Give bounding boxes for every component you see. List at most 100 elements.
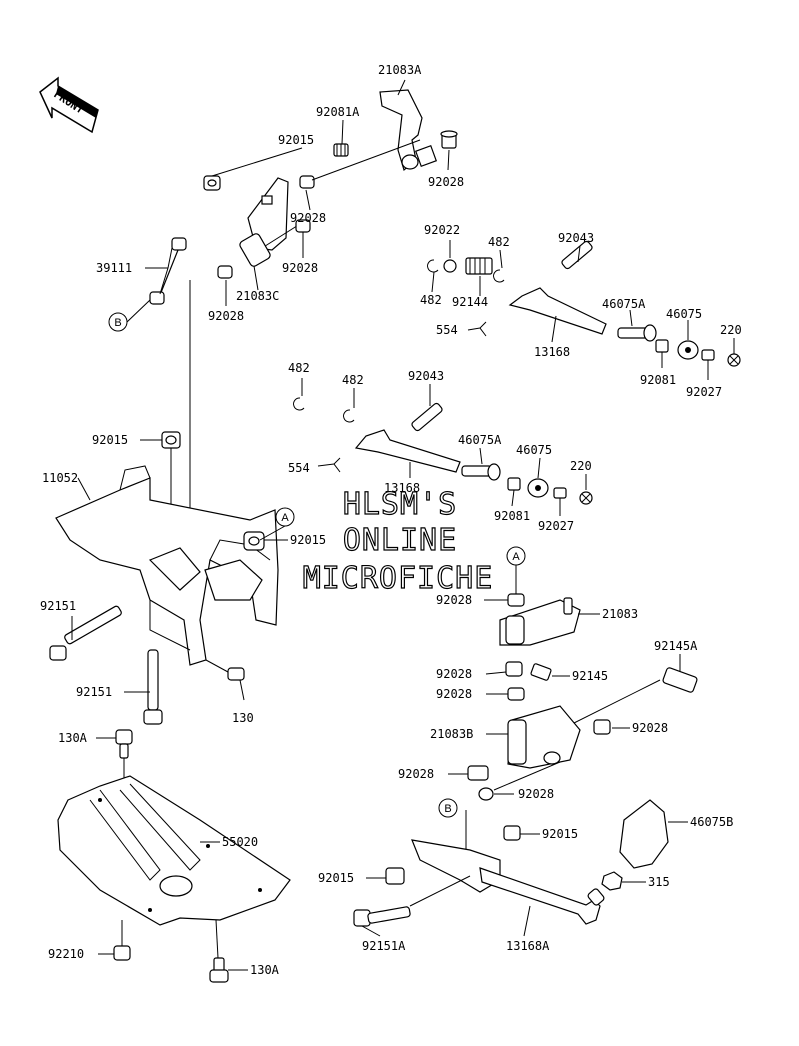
label-92028-f: 92028	[436, 667, 472, 681]
spring-92081-a-icon	[655, 339, 669, 353]
label-92028-h: 92028	[632, 721, 668, 735]
label-130A-bot: 130A	[250, 963, 280, 977]
label-92028-g: 92028	[436, 687, 472, 701]
collar-92027-b-icon	[553, 487, 567, 499]
label-130: 130	[232, 711, 254, 725]
clip-482-b-icon	[493, 269, 505, 283]
label-220-b: 220	[570, 459, 592, 473]
sleeve-21083C-icon	[239, 233, 271, 267]
knob-46075B-icon	[619, 799, 669, 869]
ref-a-right: A	[506, 546, 526, 566]
label-92151-b: 92151	[76, 685, 112, 699]
label-46075B: 46075B	[690, 815, 733, 829]
nut-92015-left-icon	[385, 867, 405, 885]
spring-92144-icon	[465, 257, 493, 275]
label-482-b: 482	[420, 293, 442, 307]
leader-lines	[71, 79, 735, 971]
bushing-92028-f-icon	[505, 661, 523, 677]
screw-220-a-icon	[727, 353, 741, 367]
label-21083B: 21083B	[430, 727, 473, 741]
label-554-a: 554	[436, 323, 458, 337]
clip-482-a-icon	[427, 259, 439, 273]
shaft-13168-b-icon	[354, 429, 461, 473]
collar-92027-a-icon	[701, 349, 715, 361]
label-92028-a: 92028	[428, 175, 464, 189]
label-92145: 92145	[572, 669, 608, 683]
screw-220-b-icon	[579, 491, 593, 505]
bushing-92028-j-icon	[478, 787, 494, 801]
spring-92145A-icon	[662, 667, 698, 693]
clip-482-d-icon	[343, 409, 355, 423]
bolt-92151-b-icon	[143, 649, 163, 725]
rod-39111-icon	[149, 237, 187, 305]
part-labels: 21083A 92081A 92015 92028 92028 92028 92…	[40, 63, 742, 977]
label-482-c: 482	[288, 361, 310, 375]
washer-92022-icon	[443, 259, 457, 273]
label-92015-frame: 92015	[290, 533, 326, 547]
label-92210: 92210	[48, 947, 84, 961]
label-55020: 55020	[222, 835, 258, 849]
label-554-b: 554	[288, 461, 310, 475]
label-46075A-a: 46075A	[602, 297, 646, 311]
label-92081A: 92081A	[316, 105, 360, 119]
svg-text:B: B	[114, 317, 121, 329]
bolt-130-icon	[227, 667, 245, 681]
lever-21083-icon	[499, 597, 581, 646]
bushing-92028-h-icon	[593, 719, 611, 735]
bolt-46075A-a-icon	[617, 324, 657, 342]
label-92015-top: 92015	[278, 133, 314, 147]
label-92043-a: 92043	[558, 231, 594, 245]
label-92028-b: 92028	[290, 211, 326, 225]
nut-92015-frame-icon	[243, 531, 265, 551]
nut-92015-low-icon	[503, 825, 521, 841]
watermark-line3: MICROFICHE	[303, 561, 494, 596]
label-92015-mid: 92015	[92, 433, 128, 447]
bushing-92028-i-icon	[467, 765, 489, 781]
label-92028-j: 92028	[518, 787, 554, 801]
label-130A-top: 130A	[58, 731, 88, 745]
bushing-92028-d-icon	[217, 265, 233, 279]
bolt-130A-bot-icon	[209, 957, 229, 983]
label-92043-b: 92043	[408, 369, 444, 383]
spring-92081-b-icon	[507, 477, 521, 491]
label-92028-d: 92028	[208, 309, 244, 323]
label-482-d: 482	[342, 373, 364, 387]
label-92015-low: 92015	[542, 827, 578, 841]
label-220-a: 220	[720, 323, 742, 337]
bushing-92028-b-icon	[299, 175, 315, 189]
bushing-92028-a-icon	[440, 130, 458, 149]
knob-46075-b-icon	[527, 478, 549, 498]
label-92145A: 92145A	[654, 639, 698, 653]
label-92015-left: 92015	[318, 871, 354, 885]
spring-92081A-icon	[333, 143, 349, 157]
spring-92145-icon	[530, 663, 552, 681]
lever-21083A-icon	[379, 89, 438, 172]
front-arrow-icon: FRONT	[39, 76, 99, 134]
pedal-13168A-icon	[411, 839, 605, 925]
label-92022: 92022	[424, 223, 460, 237]
label-46075-b: 46075	[516, 443, 552, 457]
label-46075-a: 46075	[666, 307, 702, 321]
label-92081-a: 92081	[640, 373, 676, 387]
watermark-line2: ONLINE	[343, 523, 457, 558]
label-46075A-b: 46075A	[458, 433, 502, 447]
svg-text:B: B	[444, 803, 451, 815]
ref-b-bottom: B	[438, 798, 458, 818]
pin-554-a-icon	[479, 321, 487, 337]
label-315: 315	[648, 875, 670, 889]
nut-315-icon	[601, 871, 623, 891]
label-13168-a: 13168	[534, 345, 570, 359]
lever-21083B-icon	[507, 705, 581, 769]
bolt-92151A-icon	[353, 906, 411, 927]
label-39111: 39111	[96, 261, 132, 275]
frame-11052-icon	[55, 465, 279, 666]
label-21083A: 21083A	[378, 63, 422, 77]
bolt-130A-top-icon	[115, 729, 133, 759]
label-92028-e: 92028	[436, 593, 472, 607]
label-92144: 92144	[452, 295, 488, 309]
label-11052: 11052	[42, 471, 78, 485]
svg-text:A: A	[281, 512, 289, 524]
ref-b-top: B	[108, 312, 128, 332]
clip-482-c-icon	[293, 397, 305, 411]
